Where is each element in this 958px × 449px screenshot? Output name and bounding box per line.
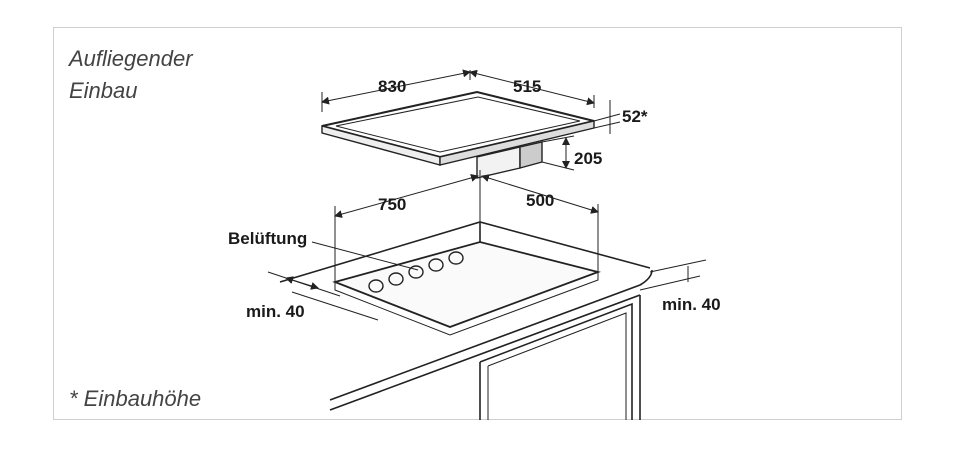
dim-line-500 [481, 174, 599, 214]
footnote-installation-height: * Einbauhöhe [69, 386, 202, 411]
hob-dimensions [321, 69, 621, 171]
dim-min40-right: min. 40 [662, 295, 721, 314]
hob-top-surface [321, 90, 595, 159]
dim-750: 750 [378, 195, 406, 214]
cutout-opening [332, 241, 602, 328]
countertop-drawing [279, 221, 653, 420]
dim-line-830 [321, 69, 471, 105]
hob-drawing [321, 90, 595, 179]
dim-500: 500 [526, 191, 554, 210]
dim-515: 515 [513, 77, 541, 96]
dim-line-min40-left [285, 276, 319, 290]
ventilation-label: Belüftung [228, 229, 307, 248]
hob-glass-inner [335, 96, 581, 153]
dim-min40-left: min. 40 [246, 302, 305, 321]
title-line-1: Aufliegender [69, 46, 193, 71]
cabinet-door [479, 302, 633, 420]
ventilation-holes [368, 251, 464, 293]
title-line-2: Einbau [69, 78, 138, 103]
dim-205: 205 [574, 149, 602, 168]
dim-line-750 [334, 174, 479, 218]
hob-body-side [519, 141, 543, 169]
diagram-frame [53, 27, 902, 420]
dim-830: 830 [378, 77, 406, 96]
dim-52: 52* [622, 107, 648, 126]
cutout-dimensions [267, 170, 707, 321]
dim-line-515 [469, 69, 595, 106]
ventilation-leader [311, 241, 419, 271]
